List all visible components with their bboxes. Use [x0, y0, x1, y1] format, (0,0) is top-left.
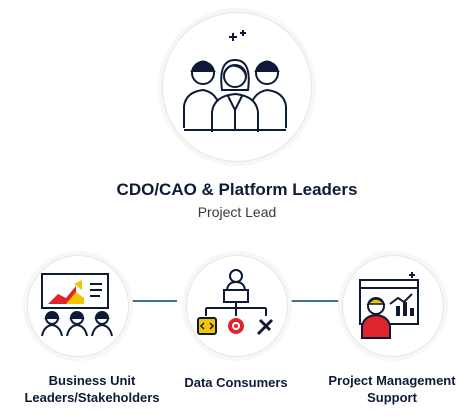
connector-left: [127, 300, 177, 302]
top-node-title: CDO/CAO & Platform Leaders: [116, 180, 358, 199]
analytics-person-icon: [359, 272, 419, 339]
connector-right: [290, 300, 342, 302]
presentation-audience-icon: [41, 273, 113, 337]
top-node-subtitle: Project Lead: [197, 204, 277, 220]
project-management-label: Project Management Support: [322, 372, 462, 406]
project-management-label-line2: Support: [367, 390, 417, 405]
project-management-label-line1: Project Management: [328, 373, 456, 388]
data-consumers-label-line1: Data Consumers: [184, 375, 288, 390]
business-unit-label-line2: Leaders/Stakeholders: [24, 390, 160, 405]
business-unit-label: Business Unit Leaders/Stakeholders: [17, 372, 167, 406]
business-unit-label-line1: Business Unit: [48, 373, 136, 388]
data-consumers-label: Data Consumers: [166, 374, 306, 391]
team-leaders-icon: [183, 30, 287, 132]
data-org-tools-icon: [197, 269, 274, 336]
